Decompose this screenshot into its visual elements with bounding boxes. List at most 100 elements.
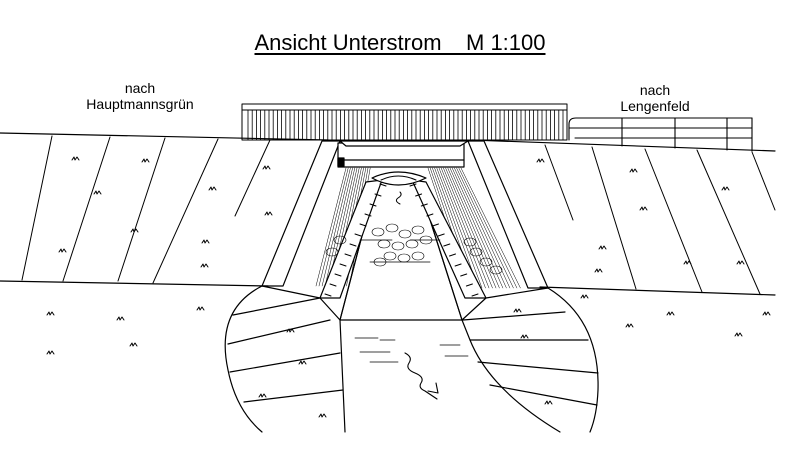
slope-tick	[369, 203, 377, 207]
grass-tuft	[264, 211, 273, 216]
riprap-stone	[383, 251, 397, 261]
grass-tuft	[639, 206, 648, 211]
grass-tuft	[130, 228, 139, 233]
wall-hatch-line	[445, 167, 497, 289]
culvert-headwall	[337, 140, 469, 168]
embankment-hatching-right	[544, 144, 776, 295]
slope-tick	[443, 243, 451, 247]
grass-tuft	[318, 413, 327, 418]
riprap-stone	[371, 227, 385, 237]
riprap-stone	[479, 257, 493, 267]
riprap-stone	[385, 223, 399, 233]
wall-hatch-line	[458, 167, 518, 289]
railing-right	[568, 117, 753, 152]
slope-tick	[426, 213, 434, 217]
slope-tick	[359, 223, 367, 227]
grass-tuft	[734, 332, 743, 337]
grass-tuft	[683, 260, 692, 265]
riprap-stone	[463, 237, 477, 247]
slope-tick	[460, 273, 468, 277]
slope-tick	[409, 183, 417, 187]
wing-wall-left	[261, 140, 341, 287]
wall-hatch-line	[454, 167, 511, 289]
wall-hatch-line	[438, 167, 486, 289]
grass-tuft	[513, 308, 522, 313]
riprap-stone	[398, 229, 412, 239]
grass-tuft	[46, 311, 55, 316]
slope-tick	[329, 283, 337, 287]
grass-tuft	[201, 239, 210, 244]
direction-label-left: nach Hauptmannsgrün	[55, 80, 225, 112]
grass-tuft	[262, 165, 271, 170]
wall-hatch-line	[449, 167, 504, 289]
railing-left-balusters	[247, 109, 564, 141]
direction-label-left-line1: nach	[124, 80, 156, 96]
wall-hatch-line	[315, 167, 347, 287]
wall-hatch-line	[436, 167, 483, 289]
slope-tick	[471, 293, 479, 297]
wall-hatch-line	[451, 167, 507, 289]
culvert-opening	[371, 171, 427, 205]
wall-hatch-line	[434, 167, 479, 289]
wall-hatch-line	[440, 167, 490, 289]
riprap-stone	[333, 235, 347, 245]
slope-tick	[420, 203, 428, 207]
grass-tuft	[298, 360, 307, 365]
grass-tuft	[625, 323, 634, 328]
flow-arrow-icon	[404, 352, 439, 400]
slope-tick	[379, 183, 387, 187]
embankment-hatching-left	[21, 135, 271, 284]
grass-tuft	[536, 158, 545, 163]
grass-tuft	[258, 393, 267, 398]
wall-hatch-line	[460, 167, 521, 289]
riprap-stone	[469, 247, 483, 257]
slope-tick	[374, 193, 382, 197]
slope-tick	[437, 233, 445, 237]
grass-tuft	[736, 260, 745, 265]
riprap-stone	[411, 225, 425, 235]
grass-tuft	[721, 186, 730, 191]
outlet-water-surface	[354, 239, 469, 363]
direction-label-right-line2: Lengenfeld	[620, 98, 690, 114]
grass-tuft	[580, 294, 589, 299]
riprap-ticks	[324, 183, 479, 297]
wall-hatch-line	[318, 167, 349, 287]
riprap-stone	[489, 265, 503, 275]
slope-tick	[364, 213, 372, 217]
railing-left	[241, 103, 568, 141]
grass-tuft	[71, 156, 80, 161]
drawing-title: Ansicht Unterstrom M 1:100	[254, 30, 546, 55]
grass-tuft	[286, 328, 295, 333]
grass-tuft	[520, 334, 529, 339]
grass-tuft	[141, 158, 150, 163]
grass-tuft	[762, 311, 771, 316]
grass-tuft	[544, 400, 553, 405]
grass-tuft	[594, 268, 603, 273]
outlet-slope-left	[224, 285, 346, 433]
riprap-stone	[325, 247, 339, 257]
slope-tick	[339, 263, 347, 267]
slope-tick	[334, 273, 342, 277]
grass-tuft	[46, 350, 55, 355]
grass-tuft	[116, 316, 125, 321]
wall-hatch-line	[456, 167, 514, 289]
wall-hatch-line	[443, 167, 493, 289]
slope-tick	[465, 283, 473, 287]
slope-tick	[415, 193, 423, 197]
grass-tuft	[200, 263, 209, 268]
grass-tuft	[93, 190, 102, 195]
grass-tuft	[598, 245, 607, 250]
slope-tick	[344, 253, 352, 257]
slope-tick	[324, 293, 332, 297]
grass-tuft	[629, 168, 638, 173]
grass-tuft	[196, 306, 205, 311]
slope-tick	[432, 223, 439, 227]
grass-tuft	[666, 311, 675, 316]
riprap-stone	[411, 251, 425, 261]
grass-tuft-icon	[46, 156, 771, 418]
wall-hatch-line	[321, 167, 351, 287]
slope-tick	[449, 253, 456, 257]
direction-label-right-line1: nach	[639, 82, 671, 98]
